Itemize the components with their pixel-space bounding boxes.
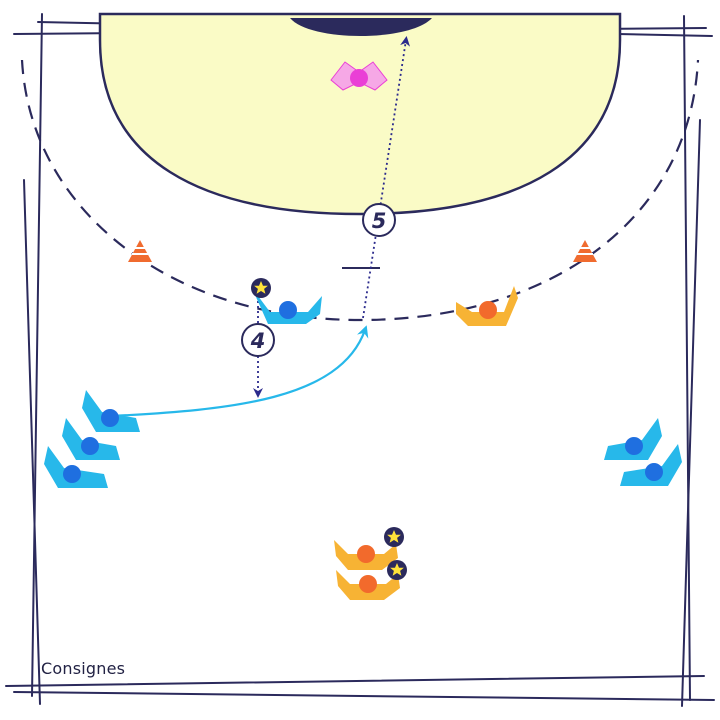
free-throw-line (20, 59, 700, 322)
cone-icon (128, 240, 152, 262)
cone-icon (573, 240, 597, 262)
caption-text: Consignes (41, 659, 126, 678)
step-label-5-text: 5 (372, 209, 387, 233)
ball-icon (387, 560, 407, 580)
defender-back-2 (336, 570, 400, 600)
attacker-left-wing-1 (82, 390, 140, 432)
defender-back-1 (334, 540, 398, 570)
ball-icon (384, 527, 404, 547)
step-label-5: 5 (362, 203, 396, 237)
goalkeeper (330, 61, 388, 91)
attacker-left-wing-2 (62, 418, 120, 460)
defender-centre (456, 286, 518, 326)
step-label-4: 4 (241, 323, 275, 357)
goal (290, 18, 432, 36)
step-label-4-text: 4 (250, 329, 266, 353)
attacker-right-wing-2 (620, 444, 682, 486)
goal-area (98, 12, 622, 216)
attacker-right-wing-1 (604, 418, 662, 460)
attacker-left-wing-3 (44, 446, 108, 488)
shot-arrow (362, 36, 411, 319)
run-arrow (111, 325, 369, 418)
ball-icon (251, 278, 271, 298)
attacker-left-back (252, 288, 322, 324)
